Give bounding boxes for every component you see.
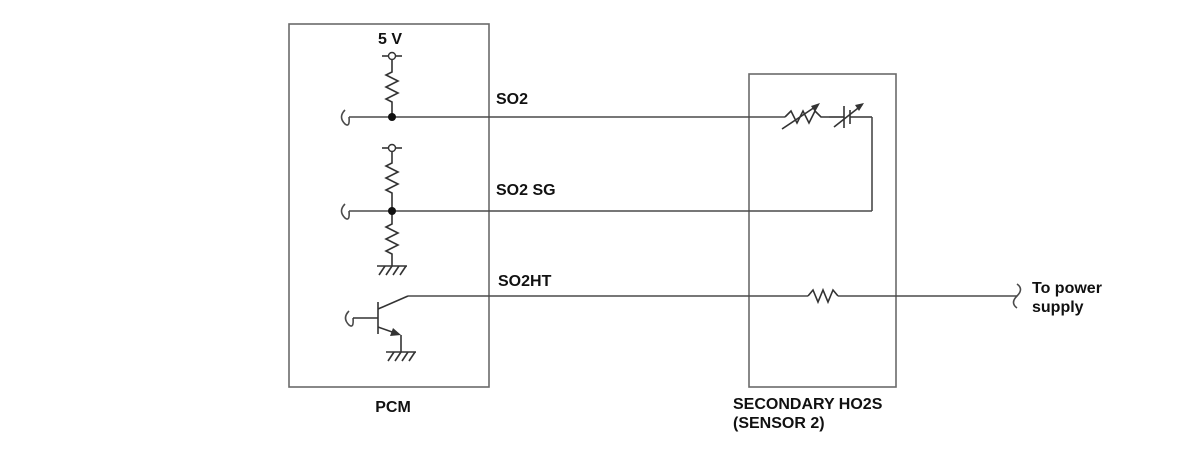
so2-sg-wire-break-symbol bbox=[340, 203, 350, 220]
power-label-line1: To power bbox=[1032, 280, 1102, 297]
sensor-cell-icon bbox=[829, 103, 872, 128]
so2-pullup-branch bbox=[382, 51, 402, 117]
pcm-box bbox=[288, 23, 490, 388]
pullup-resistor-so2-sg bbox=[384, 151, 400, 211]
power-wire-break-symbol bbox=[1012, 283, 1022, 309]
pulldown-resistor-so2-sg bbox=[384, 211, 400, 266]
heater-resistor bbox=[807, 287, 839, 305]
sensor-label-line1: SECONDARY HO2S bbox=[733, 396, 883, 413]
sensor-label-line2: (SENSOR 2) bbox=[733, 415, 825, 432]
so2-wire-break-symbol bbox=[340, 109, 350, 126]
sensor-variable-resistor bbox=[781, 103, 829, 130]
so2-sg-divider bbox=[377, 143, 407, 276]
ground-symbol-top bbox=[377, 265, 407, 276]
so2-line bbox=[340, 109, 785, 126]
so2-label: SO2 bbox=[496, 91, 528, 108]
power-label-line2: supply bbox=[1032, 299, 1084, 316]
sensor-box bbox=[748, 73, 897, 388]
so2-sg-label: SO2 SG bbox=[496, 182, 556, 199]
so2-sg-line bbox=[340, 203, 872, 220]
pullup-resistor-so2 bbox=[384, 59, 400, 117]
ground-symbol-bottom bbox=[386, 351, 416, 362]
so2-junction-dot bbox=[388, 113, 396, 121]
so2-sg-junction-dot bbox=[388, 207, 396, 215]
supply-terminal-middle bbox=[387, 143, 397, 153]
so2ht-label: SO2HT bbox=[498, 273, 552, 290]
pcm-label: PCM bbox=[375, 399, 411, 416]
so2ht-wire-break-symbol bbox=[344, 310, 354, 327]
supply-voltage-label: 5 V bbox=[378, 31, 402, 48]
supply-terminal-top bbox=[387, 51, 397, 61]
heater-transistor bbox=[344, 295, 416, 362]
